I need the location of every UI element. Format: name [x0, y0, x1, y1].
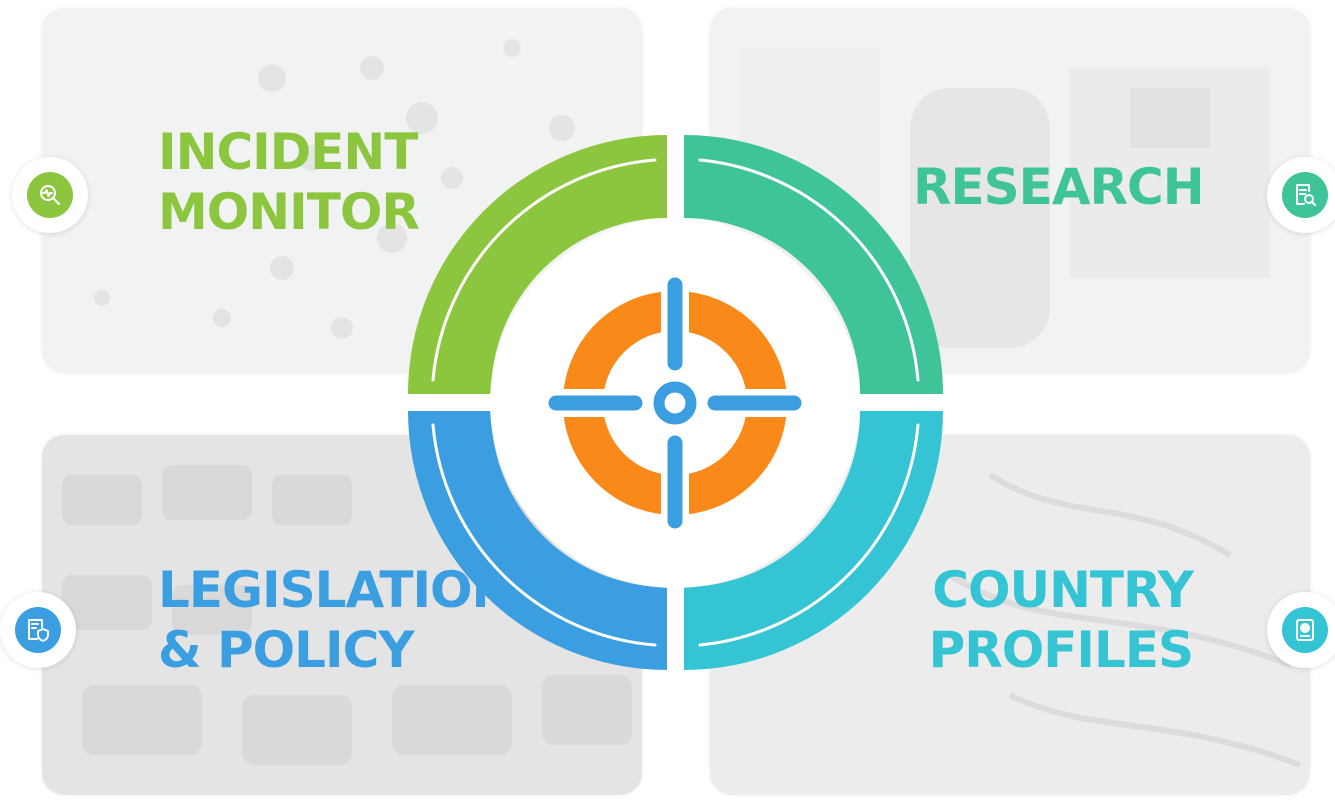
- legislation-policy-badge[interactable]: [0, 592, 76, 668]
- legislation-policy-label[interactable]: LEGISLATION & POLICY: [158, 560, 513, 680]
- country-profiles-badge[interactable]: [1267, 592, 1335, 668]
- ring-highlight-lines: [431, 158, 920, 647]
- document-search-icon: [1296, 184, 1316, 206]
- ring-segment-country-profiles[interactable]: [684, 411, 943, 670]
- ring-segment-legislation-policy[interactable]: [408, 411, 667, 670]
- ring-segment-incident-monitor[interactable]: [408, 135, 667, 394]
- ring-segment-research[interactable]: [684, 135, 943, 394]
- incident-monitor-badge[interactable]: [12, 157, 88, 233]
- incident-monitor-label[interactable]: INCIDENT MONITOR: [158, 122, 420, 242]
- incident-monitor-line1: INCIDENT: [158, 123, 418, 181]
- legislation-policy-line2: & POLICY: [158, 621, 415, 679]
- research-label[interactable]: RESEARCH: [913, 157, 1205, 217]
- assembly-photo-image: [62, 465, 632, 765]
- map-photo-image: [948, 472, 1302, 768]
- incident-monitor-line2: MONITOR: [158, 183, 420, 241]
- research-badge[interactable]: [1267, 157, 1335, 233]
- country-profiles-line2: PROFILES: [928, 621, 1194, 679]
- passport-globe-icon: [1296, 619, 1314, 641]
- legislation-policy-line1: LEGISLATION: [158, 561, 513, 619]
- research-line1: RESEARCH: [913, 158, 1205, 216]
- crosshair-target-icon: [548, 277, 802, 529]
- magnifier-pulse-icon: [40, 185, 60, 205]
- document-shield-icon: [28, 619, 49, 642]
- hub-ring: [408, 135, 943, 670]
- country-profiles-line1: COUNTRY: [932, 561, 1194, 619]
- country-profiles-label[interactable]: COUNTRY PROFILES: [928, 560, 1194, 680]
